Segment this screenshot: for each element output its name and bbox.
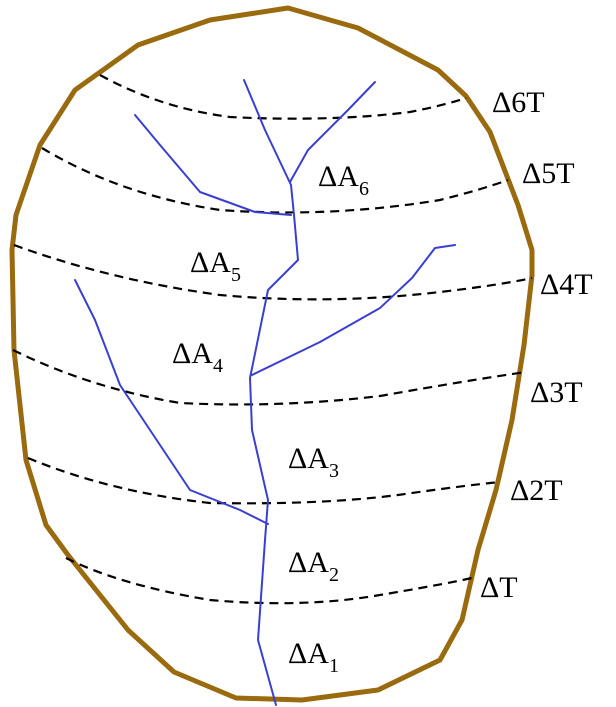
upper-left-tributary (134, 114, 292, 216)
isochrone-line-6 (99, 74, 467, 120)
isochrone-line-5 (41, 147, 509, 214)
area-label-1: ΔA1 (288, 637, 339, 677)
area-label-5: ΔA5 (190, 246, 241, 286)
watershed-boundary (9, 5, 535, 703)
area-label-4: ΔA4 (172, 337, 223, 377)
isochrone-line-4 (13, 243, 533, 301)
isochrone-label-1: ΔT (480, 571, 518, 604)
isochrone-label-5: Δ5T (522, 157, 575, 190)
isochrone-line-1 (65, 557, 473, 605)
isochrone-label-4: Δ4T (540, 268, 593, 301)
isochrone-label-3: Δ3T (530, 376, 583, 409)
area-label-6: ΔA6 (318, 160, 369, 200)
isochrone-label-2: Δ2T (510, 474, 563, 507)
isochrone-line-3 (12, 349, 527, 406)
area-label-2: ΔA2 (288, 546, 339, 586)
right-tributary (251, 244, 456, 376)
upper-right-tributary (289, 81, 376, 183)
isochrone-line-2 (27, 456, 501, 505)
lower-left-tributary (74, 279, 269, 525)
stream-network (74, 79, 456, 706)
main-stream (243, 79, 299, 706)
isochrone-lines (12, 74, 533, 605)
area-label-3: ΔA3 (288, 442, 339, 482)
isochrone-label-6: Δ6T (492, 86, 545, 119)
